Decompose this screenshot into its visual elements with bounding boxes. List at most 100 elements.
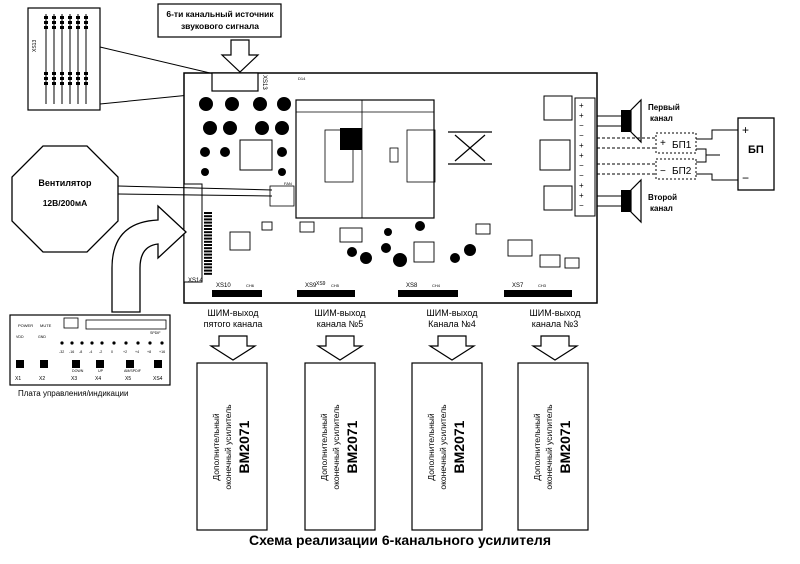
amp-chip-label: BM2071: [344, 420, 360, 473]
down-arrow: [427, 335, 477, 361]
fan-connector-label: FAN: [284, 181, 292, 186]
control-connector-label: X5: [125, 376, 131, 382]
amp-label-line1: Дополнительный: [319, 413, 329, 481]
source-line1: 6-ти канальный источник: [166, 9, 274, 19]
pinout-pin: [84, 21, 88, 24]
pinout-pin: [68, 72, 72, 75]
output-label-line1: ШИМ-выход: [427, 308, 479, 318]
amp-box: [304, 362, 376, 531]
pinout-pin: [76, 72, 80, 75]
pinout-pin: [52, 21, 56, 24]
connector-id: XS7: [512, 283, 524, 289]
pwm-chip-2: [406, 129, 436, 183]
control-connector-label: XS4: [153, 376, 163, 382]
strip-pin: [204, 256, 212, 259]
control-connector-label: X4: [95, 376, 101, 382]
bp2-minus: −: [660, 166, 666, 177]
amp-label-line2: оконечный усилитель: [544, 404, 554, 490]
diagram-caption: Схема реализации 6-канального усилителя: [248, 532, 551, 548]
led-dot: [160, 341, 164, 345]
connector-id: XS10: [216, 283, 231, 289]
pinout-pin: [84, 26, 88, 29]
terminal-mark: +: [579, 111, 584, 120]
down-arrow: [530, 335, 580, 361]
strip-pin: [204, 244, 212, 246]
pinout-pin: [44, 77, 48, 80]
pinout-pin: [76, 82, 80, 85]
capacitor-group-top: [199, 97, 291, 176]
output-label-line1: ШИМ-выход: [530, 308, 582, 318]
pwm-chip-1: [324, 129, 354, 183]
amp-label-line2: оконечный усилитель: [223, 404, 233, 490]
scale-label: +4: [135, 350, 139, 354]
pinout-pin: [52, 82, 56, 85]
xs14-strip: XS14: [183, 183, 212, 284]
speaker-first-icon: [597, 98, 642, 144]
xs9-left-label: XS9: [316, 281, 326, 287]
xs13-pinout-box: XS13: [27, 7, 101, 111]
pinout-pin: [84, 72, 88, 75]
pinout-pin: [60, 82, 64, 85]
speaker-first-line1: Первый: [648, 103, 680, 112]
xs13-label: XS13: [261, 75, 267, 90]
scale-label: -32: [59, 350, 64, 354]
connector-body: [297, 290, 355, 297]
scale-label: -16: [69, 350, 74, 354]
pinout-pin: [44, 82, 48, 85]
speaker-first-line2: канал: [650, 114, 673, 123]
bp1-block: + БП1: [655, 132, 697, 154]
output-label-line1: ШИМ-выход: [208, 308, 260, 318]
pinout-pin: [76, 26, 80, 29]
led-dot: [70, 341, 74, 345]
terminal-mark: −: [579, 121, 584, 130]
connector-xs7: XS7 CH3: [504, 283, 572, 297]
control-small-label: SPDIF: [150, 331, 161, 335]
strip-pin: [204, 215, 212, 218]
led-dot: [112, 341, 116, 345]
heatsink-outline: [295, 99, 435, 219]
control-button: [96, 360, 104, 368]
terminal-mark: −: [579, 201, 584, 210]
output-label-line2: пятого канала: [204, 319, 263, 329]
scale-label: 0: [111, 350, 113, 354]
control-button: [72, 360, 80, 368]
fan-spec: 12В/200мА: [43, 198, 88, 208]
connector-body: [212, 290, 262, 297]
pinout-pin: [60, 72, 64, 75]
amp-box: [517, 362, 589, 531]
right-terminals: ++−−++−−++−: [539, 95, 596, 217]
control-small-label: VDD: [16, 335, 24, 339]
connector-channel: CH6: [246, 283, 255, 288]
strip-pin: [204, 228, 212, 230]
connector-id: XS9: [305, 283, 317, 289]
bp2-block: − БП2: [655, 158, 697, 180]
led-dot: [124, 341, 128, 345]
main-chip: [340, 128, 362, 150]
xs2-header: [63, 317, 79, 329]
terminal-mark: +: [579, 141, 584, 150]
control-connector-label: X2: [39, 376, 45, 382]
amp-box: [411, 362, 483, 531]
curved-arrow: [111, 204, 187, 313]
bp1-label: БП1: [672, 140, 692, 151]
control-button: [154, 360, 162, 368]
amp-chip-label: BM2071: [451, 420, 467, 473]
psu-plus: +: [742, 123, 749, 137]
pinout-pin: [68, 26, 72, 29]
output-label-line2: Канала №4: [428, 319, 476, 329]
connector-xs10: XS10 CH6: [212, 283, 262, 297]
pinout-pin: [44, 16, 48, 19]
down-arrow: [208, 335, 258, 361]
terminal-mark: −: [579, 131, 584, 140]
strip-pin: [204, 231, 212, 234]
amp-label-line1: Дополнительный: [426, 413, 436, 481]
connector-channel: CH3: [538, 283, 547, 288]
pinout-pin: [76, 77, 80, 80]
led-dot: [100, 341, 104, 345]
strip-pin: [204, 266, 212, 269]
